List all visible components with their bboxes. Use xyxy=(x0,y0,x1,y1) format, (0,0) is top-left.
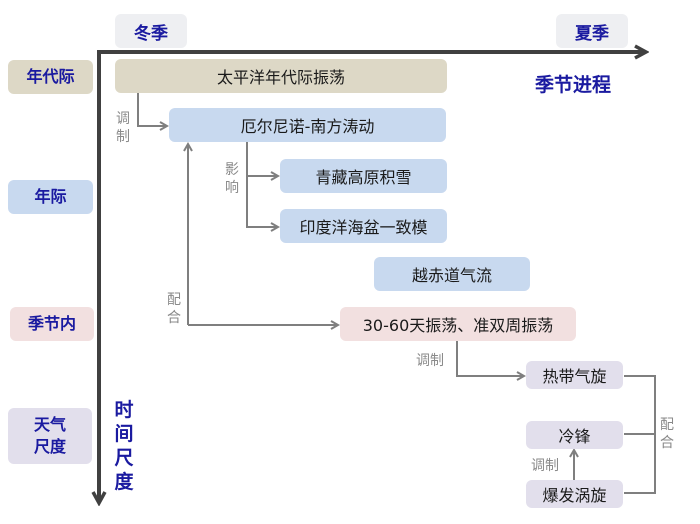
edge-label-modulate-vortex: 调制 xyxy=(531,458,559,474)
node-cross-equatorial-flow: 越赤道气流 xyxy=(374,257,530,291)
season-start-label: 冬季 xyxy=(115,14,187,48)
vertical-title-char: 时 xyxy=(114,399,134,421)
node-pdo: 太平洋年代际振荡 xyxy=(115,59,447,93)
edge-label-char: 响 xyxy=(225,180,239,196)
level-weather-line: 天气 xyxy=(33,415,66,434)
connector-pdo-enso xyxy=(137,91,167,126)
edge-label-char: 影 xyxy=(225,162,239,178)
level-weather-line: 尺度 xyxy=(33,437,66,456)
level-decadal: 年代际 xyxy=(8,60,93,94)
node-cold-front: 冷锋 xyxy=(526,421,623,449)
edge-label-cooperate: 配 合 xyxy=(166,291,182,327)
edge-label-char: 制 xyxy=(116,129,130,145)
edge-label-char: 合 xyxy=(167,310,181,326)
edge-label-char: 调 xyxy=(116,111,130,127)
node-iobm: 印度洋海盆一致模 xyxy=(280,209,447,243)
level-interannual: 年际 xyxy=(8,180,93,214)
level-weather: 天气 尺度 xyxy=(8,408,92,464)
vertical-axis-title: 时 间 尺 度 xyxy=(112,398,136,494)
edge-label-cooperate-weather: 配 合 xyxy=(659,416,675,452)
edge-label-modulate: 调 制 xyxy=(115,110,131,146)
edge-label-char: 配 xyxy=(660,417,674,433)
connector-enso-iobm xyxy=(246,176,278,227)
vertical-title-char: 尺 xyxy=(114,447,134,469)
edge-label-influence: 影 响 xyxy=(224,161,240,197)
edge-label-char: 配 xyxy=(167,292,181,308)
edge-label-char: 合 xyxy=(660,435,674,451)
edge-label-modulate-iso: 调制 xyxy=(416,353,444,369)
vertical-title-char: 间 xyxy=(114,423,134,445)
connector-iso-typhoon xyxy=(456,341,524,376)
node-burst-vortex: 爆发涡旋 xyxy=(526,480,623,508)
vertical-title-char: 度 xyxy=(114,471,134,493)
node-tropical-cyclone: 热带气旋 xyxy=(526,361,623,389)
node-tibet-snow: 青藏高原积雪 xyxy=(280,159,447,193)
node-intraseasonal-oscillation: 30-60天振荡、准双周振荡 xyxy=(340,307,576,341)
node-enso: 厄尔尼诺-南方涛动 xyxy=(169,108,446,142)
level-intraseasonal: 季节内 xyxy=(10,307,94,341)
season-end-label: 夏季 xyxy=(556,14,628,48)
connector-enso-tibet xyxy=(246,141,278,176)
horizontal-axis-title: 季节进程 xyxy=(535,74,612,96)
